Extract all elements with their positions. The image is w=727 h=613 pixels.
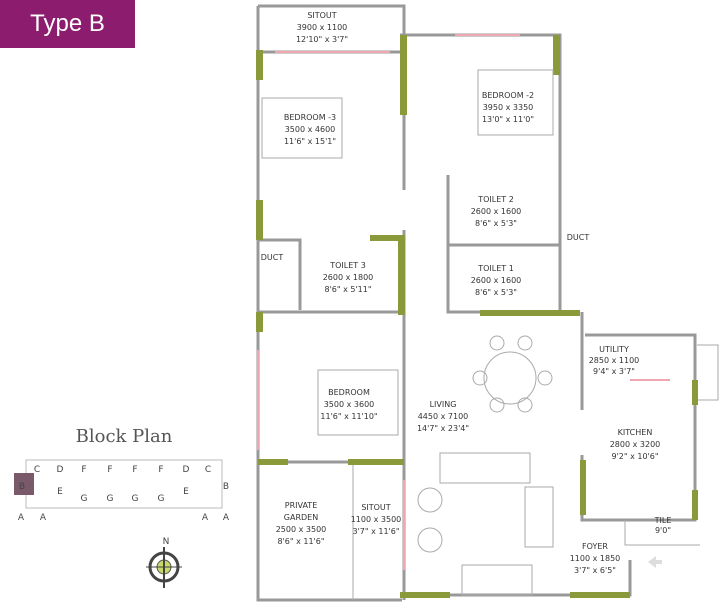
room-bedroom-3: BEDROOM -3 3500 x 4600 11'6" x 15'1" bbox=[284, 113, 336, 146]
room-metric: 4450 x 7100 bbox=[418, 412, 469, 421]
room-toilet-1: TOILET 1 2600 x 1600 8'6" x 5'3" bbox=[471, 264, 522, 297]
room-metric: 3500 x 3600 bbox=[324, 400, 375, 409]
room-imperial: 11'6" x 11'10" bbox=[320, 412, 377, 421]
duct-right-label: DUCT bbox=[567, 233, 590, 242]
unit-label: G bbox=[132, 494, 139, 504]
room-metric: 2600 x 1800 bbox=[323, 273, 374, 282]
unit-label: G bbox=[81, 494, 88, 504]
room-size: 9'0" bbox=[655, 526, 671, 535]
unit-label: E bbox=[183, 487, 189, 497]
room-metric: 2600 x 1600 bbox=[471, 207, 522, 216]
unit-label: A bbox=[202, 513, 209, 523]
room-imperial: 8'6" x 5'3" bbox=[475, 288, 517, 297]
room-name: BEDROOM -3 bbox=[284, 113, 336, 122]
unit-label: F bbox=[158, 465, 163, 475]
unit-label: F bbox=[107, 465, 112, 475]
room-imperial: 12'10" x 3'7" bbox=[296, 35, 348, 44]
unit-label: D bbox=[57, 465, 64, 475]
room-metric: 3900 x 1100 bbox=[297, 23, 348, 32]
room-imperial: 11'6" x 15'1" bbox=[284, 137, 336, 146]
duct-left-label: DUCT bbox=[261, 253, 284, 262]
unit-label: B bbox=[223, 482, 229, 492]
unit-label: D bbox=[183, 465, 190, 475]
room-kitchen: KITCHEN 2800 x 3200 9'2" x 10'6" bbox=[610, 428, 661, 461]
room-foyer: FOYER 1100 x 1850 3'7" x 6'5" bbox=[570, 542, 621, 575]
block-plan: C D F F F F D C B E G G G G E B A A A A bbox=[14, 459, 230, 523]
compass-icon: N bbox=[146, 537, 182, 588]
highlighted-unit bbox=[14, 473, 34, 495]
room-imperial: 8'6" x 11'6" bbox=[277, 537, 324, 546]
room-metric: 2850 x 1100 bbox=[589, 356, 640, 365]
block-plan-title: Block Plan bbox=[76, 426, 173, 447]
room-name: TOILET 3 bbox=[329, 261, 366, 270]
room-metric: 1100 x 3500 bbox=[351, 515, 402, 524]
room-sitout-bottom: SITOUT 1100 x 3500 3'7" x 11'6" bbox=[351, 503, 402, 536]
room-metric: 2800 x 3200 bbox=[610, 440, 661, 449]
room-imperial: 13'0" x 11'0" bbox=[482, 115, 534, 124]
room-sitout-top: SITOUT 3900 x 1100 12'10" x 3'7" bbox=[296, 11, 348, 44]
room-bedroom-2: BEDROOM -2 3950 x 3350 13'0" x 11'0" bbox=[482, 91, 534, 124]
unit-label: F bbox=[81, 465, 86, 475]
room-name: TILE bbox=[654, 516, 672, 525]
unit-label: G bbox=[158, 494, 165, 504]
room-private-garden: PRIVATE GARDEN 2500 x 3500 8'6" x 11'6" bbox=[276, 501, 327, 546]
room-name: BEDROOM -2 bbox=[482, 91, 534, 100]
unit-label: C bbox=[34, 465, 40, 475]
room-living: LIVING 4450 x 7100 14'7" x 23'4" bbox=[417, 400, 469, 433]
room-name: KITCHEN bbox=[618, 428, 653, 437]
room-toilet-3: TOILET 3 2600 x 1800 8'6" x 5'11" bbox=[323, 261, 374, 294]
room-bedroom: BEDROOM 3500 x 3600 11'6" x 11'10" bbox=[320, 388, 377, 421]
type-badge: Type B bbox=[0, 0, 135, 48]
sofa-set bbox=[417, 452, 554, 596]
room-name: GARDEN bbox=[284, 513, 318, 522]
entry-arrow-icon bbox=[648, 556, 662, 568]
bed-frames bbox=[261, 69, 554, 436]
room-name: SITOUT bbox=[307, 11, 336, 20]
compass-north-label: N bbox=[163, 537, 170, 547]
room-metric: 3950 x 3350 bbox=[483, 103, 534, 112]
room-metric: 3500 x 4600 bbox=[285, 125, 336, 134]
room-name: LIVING bbox=[430, 400, 457, 409]
room-name: TOILET 2 bbox=[477, 195, 514, 204]
dining-table bbox=[472, 335, 553, 413]
room-imperial: 3'7" x 6'5" bbox=[574, 566, 616, 575]
room-imperial: 9'4" x 3'7" bbox=[593, 367, 635, 376]
room-name: PRIVATE bbox=[285, 501, 318, 510]
room-name: FOYER bbox=[582, 542, 608, 551]
room-imperial: 8'6" x 5'11" bbox=[324, 285, 371, 294]
unit-label: F bbox=[132, 465, 137, 475]
unit-label: A bbox=[18, 513, 25, 523]
room-imperial: 9'2" x 10'6" bbox=[611, 452, 658, 461]
room-metric: 2500 x 3500 bbox=[276, 525, 327, 534]
unit-label: A bbox=[223, 513, 230, 523]
room-tile: TILE 9'0" bbox=[654, 516, 672, 535]
room-name: SITOUT bbox=[361, 503, 390, 512]
room-toilet-2: TOILET 2 2600 x 1600 8'6" x 5'3" bbox=[471, 195, 522, 228]
unit-label: C bbox=[205, 465, 211, 475]
room-name: BEDROOM bbox=[328, 388, 370, 397]
room-utility: UTILITY 2850 x 1100 9'4" x 3'7" bbox=[589, 345, 640, 376]
room-name: UTILITY bbox=[599, 345, 629, 354]
unit-label: B bbox=[19, 482, 25, 492]
room-metric: 1100 x 1850 bbox=[570, 554, 621, 563]
unit-label: G bbox=[107, 494, 114, 504]
windows bbox=[257, 34, 670, 570]
room-name: TOILET 1 bbox=[477, 264, 514, 273]
unit-label: A bbox=[40, 513, 47, 523]
unit-label: E bbox=[57, 487, 63, 497]
room-metric: 2600 x 1600 bbox=[471, 276, 522, 285]
room-imperial: 14'7" x 23'4" bbox=[417, 424, 469, 433]
room-imperial: 8'6" x 5'3" bbox=[475, 219, 517, 228]
accent-walls bbox=[256, 35, 698, 598]
room-imperial: 3'7" x 11'6" bbox=[352, 527, 399, 536]
